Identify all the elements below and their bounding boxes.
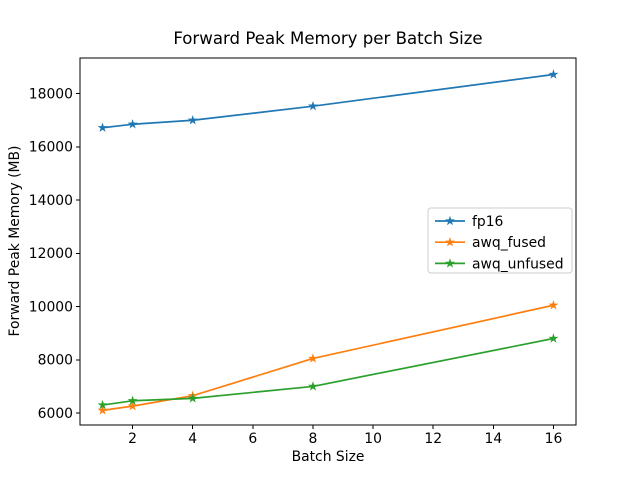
x-axis-label: Batch Size (291, 449, 365, 465)
y-tick-label: 10000 (29, 299, 73, 315)
x-tick-label: 2 (128, 431, 137, 447)
y-tick-label: 8000 (38, 353, 73, 369)
data-point-awq_fused (127, 400, 138, 411)
data-point-fp16 (308, 100, 318, 111)
legend-label-awq_unfused: awq_unfused (472, 256, 564, 272)
legend-box (427, 207, 573, 274)
chart-title: Forward Peak Memory per Batch Size (173, 29, 483, 48)
data-point-awq_fused (97, 405, 108, 415)
data-point-fp16 (127, 119, 138, 129)
y-tick-label: 6000 (38, 406, 73, 422)
legend-label-awq_fused: awq_fused (472, 235, 546, 251)
y-tick-label: 14000 (29, 193, 73, 209)
data-point-fp16 (187, 115, 198, 125)
x-tick-label: 4 (188, 431, 197, 447)
x-tick-label: 8 (309, 431, 318, 447)
data-point-awq_unfused (97, 399, 108, 410)
y-tick-label: 18000 (29, 86, 73, 102)
y-tick-label: 16000 (29, 140, 73, 156)
x-tick-label: 14 (484, 431, 502, 447)
data-point-awq_unfused (308, 381, 318, 391)
legend-marker-fp16 (445, 215, 455, 226)
data-point-fp16 (548, 69, 559, 79)
data-point-awq_unfused (127, 395, 138, 405)
legend-label-fp16: fp16 (472, 214, 503, 230)
x-tick-label: 10 (364, 431, 382, 447)
data-point-awq_unfused (548, 333, 559, 343)
data-point-awq_fused (308, 353, 318, 363)
data-point-fp16 (97, 122, 108, 132)
data-point-awq_fused (548, 300, 559, 310)
data-point-awq_unfused (187, 393, 198, 403)
legend-marker-awq_unfused (445, 258, 455, 268)
x-tick-label: 12 (424, 431, 442, 447)
legend-marker-awq_fused (445, 237, 455, 247)
x-tick-label: 16 (545, 431, 563, 447)
y-tick-label: 12000 (29, 246, 73, 262)
x-tick-label: 6 (248, 431, 257, 447)
